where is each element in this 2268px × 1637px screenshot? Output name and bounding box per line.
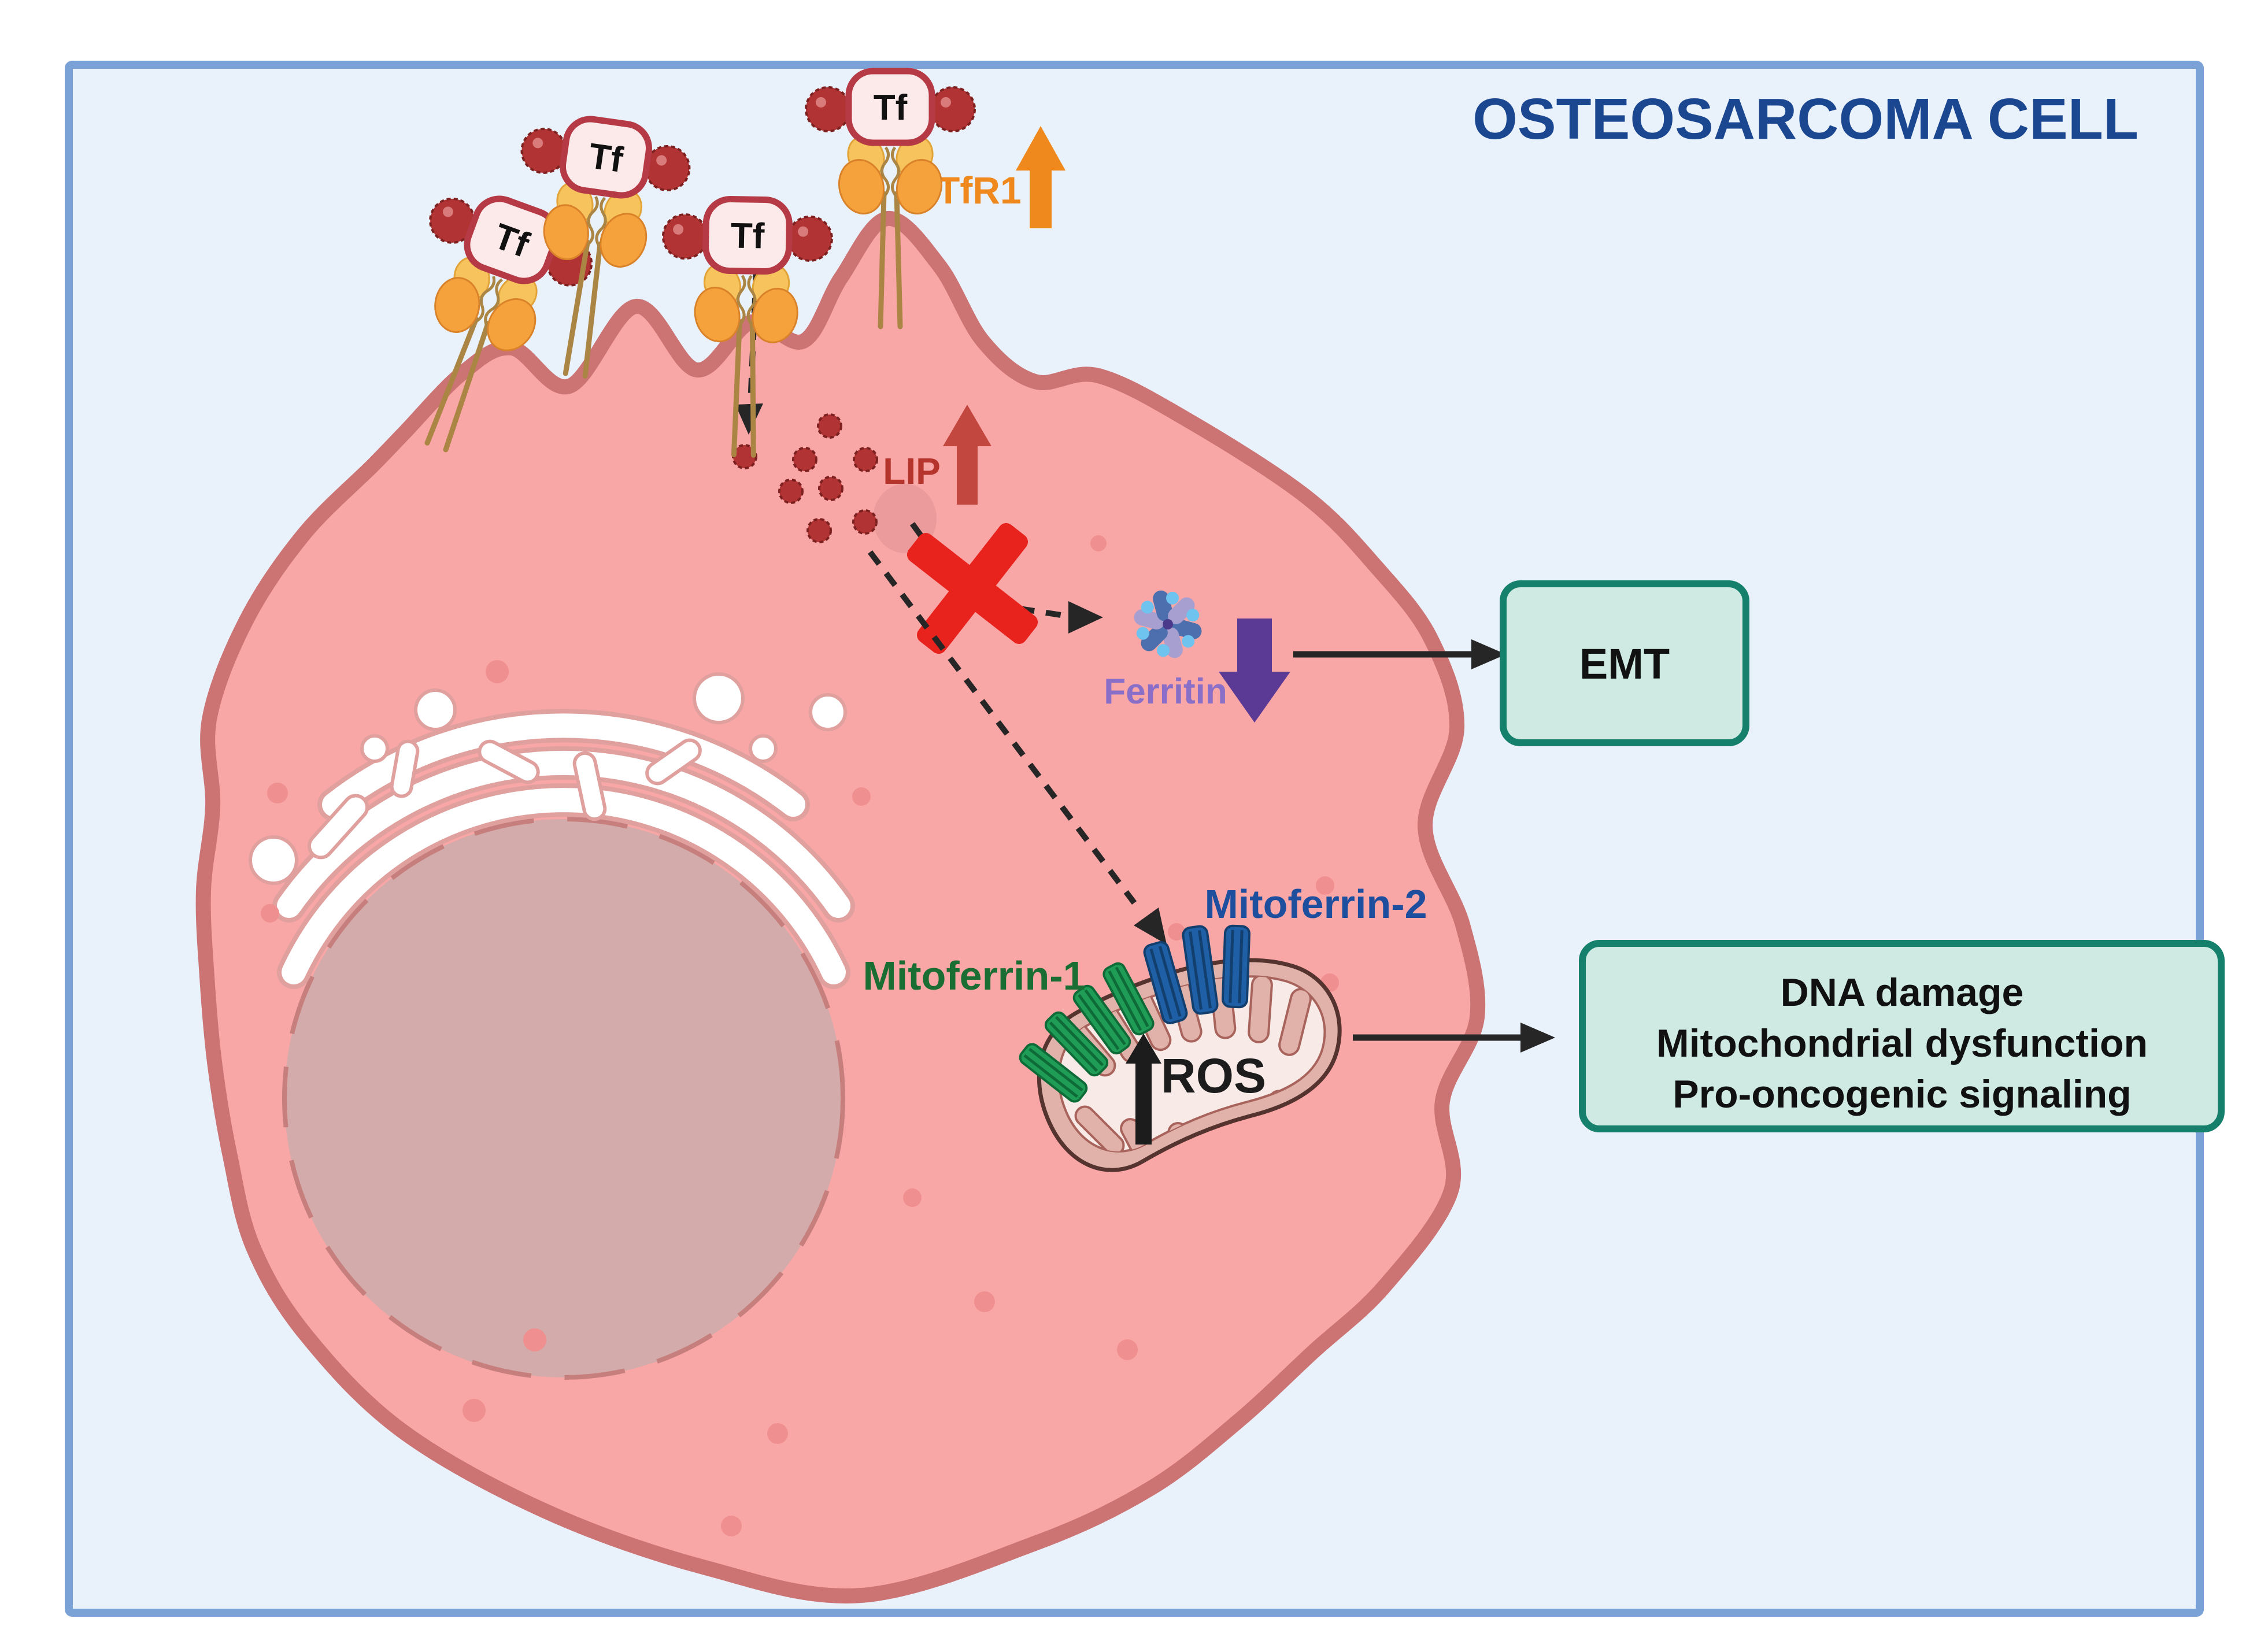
blocked-x-icon [907,523,1038,654]
emt-box [1500,580,1749,746]
er-cisterna [277,750,850,918]
endoplasmic-reticulum [249,672,855,989]
vesicle [360,734,389,763]
emt-label: EMT [1579,640,1670,688]
vesicle [693,672,745,724]
ros-up-arrow [1126,1034,1161,1145]
golgi-tubule [478,739,540,784]
ferritin-core [1163,619,1173,629]
outcome-dna-damage: DNA damage [1781,971,2024,1014]
vesicle [249,835,298,885]
tfr1-label: TfR1 [937,169,1022,212]
golgi-tubule [307,794,369,860]
outcomes-box [1579,940,2225,1132]
lip-up-arrow [943,405,991,505]
mitoferrin1-channels [1019,962,1155,1103]
mitoferrin2-channels [1143,924,1250,1024]
ferritin-label: Ferritin [1104,672,1227,712]
lip-label: LIP [883,450,941,492]
golgi-tubule [572,751,607,821]
vesicle [809,693,847,731]
golgi-tubule [645,738,702,786]
mitochondrion: ROS [1019,924,1342,1172]
er-cisterna [282,788,846,984]
nucleus [284,819,843,1377]
ros-label: ROS [1161,1049,1266,1103]
outcome-mitochondrial-dysfunction: Mitochondrial dysfunction [1656,1021,2148,1065]
iron-to-mitochondria-arrow [868,550,1167,945]
mitochondria-to-outcomes-arrow [1353,1023,1555,1053]
ferritin-down-arrow [1219,618,1290,723]
vesicle [414,688,457,731]
ferritin-icon [1134,590,1202,658]
cytoplasm-granules [261,535,1339,1536]
tfr1-up-arrow [1016,126,1065,228]
page-title: OSTEOSARCOMA CELL [1472,87,2138,151]
vesicle [749,734,778,763]
outcome-pro-oncogenic-signaling: Pro-oncogenic signaling [1673,1072,2131,1116]
mitoferrin2-label: Mitoferrin-2 [1205,882,1427,927]
mitoferrin1-label: Mitoferrin-1 [863,953,1086,998]
golgi-tubule [390,739,420,798]
ferritin-to-emt-arrow [1293,639,1506,669]
nucleus-envelope [282,817,845,1380]
